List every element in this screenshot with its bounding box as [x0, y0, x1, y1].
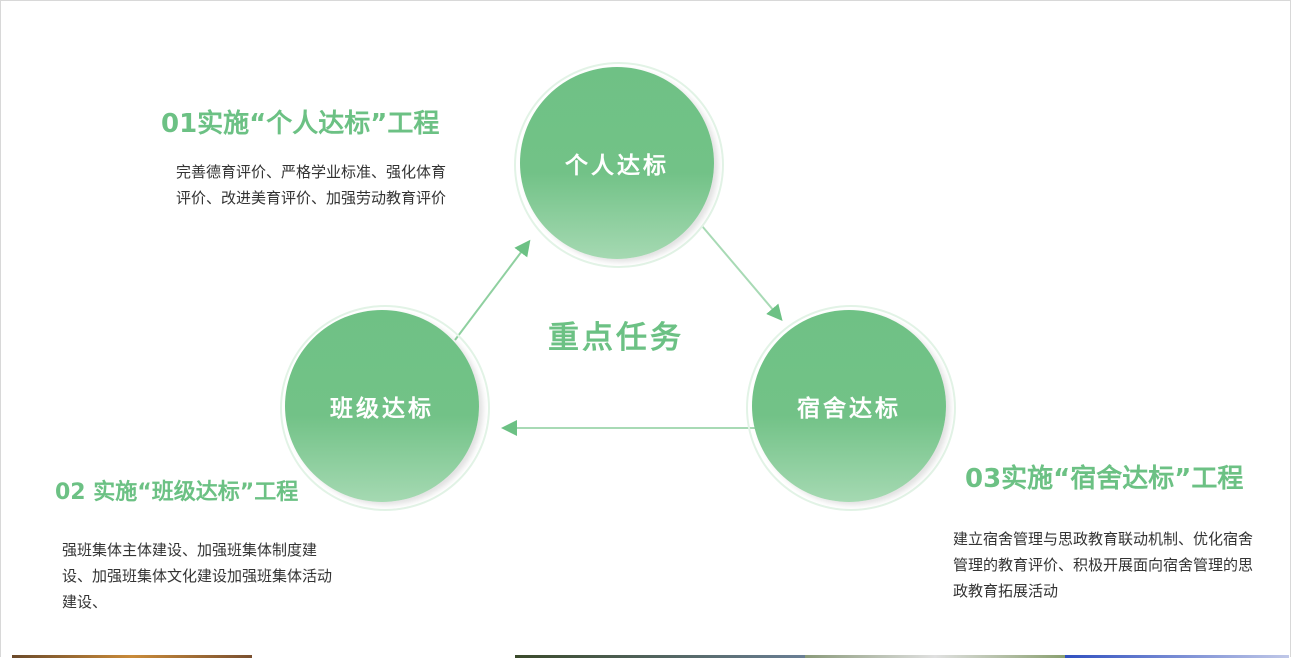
node-personal: 个人达标 [520, 67, 714, 259]
ring-decoration [514, 62, 724, 268]
node-dorm: 宿舍达标 [752, 310, 946, 502]
node-class: 班级达标 [285, 310, 479, 502]
photo-strip [805, 655, 1065, 658]
arrow-personal-to-dorm [701, 225, 783, 322]
section-desc-class: 强班集体主体建设、加强班集体制度建设、加强班集体文化建设加强班集体活动建设、 [62, 541, 333, 611]
section-title-personal: 01实施“个人达标”工程 [161, 109, 440, 139]
section-desc-personal: 完善德育评价、严格学业标准、强化体育评价、改进美育评价、加强劳动教育评价 [176, 163, 447, 207]
section-desc-dorm: 建立宿舍管理与思政教育联动机制、优化宿舍管理的教育评价、积极开展面向宿舍管理的思… [953, 530, 1254, 600]
node-label: 班级达标 [330, 396, 434, 422]
center-label: 重点任务 [548, 320, 684, 356]
photo-strip [12, 655, 252, 658]
node-label: 宿舍达标 [797, 396, 901, 422]
ring-decoration [280, 305, 490, 511]
node-label: 个人达标 [565, 153, 669, 179]
section-title-dorm: 03实施“宿舍达标”工程 [965, 464, 1244, 494]
photo-strip [515, 655, 805, 658]
arrow-class-to-personal [454, 239, 531, 341]
ring-decoration [746, 305, 956, 511]
photo-strip [1065, 655, 1289, 658]
section-title-class: 02 实施“班级达标”工程 [55, 480, 299, 505]
